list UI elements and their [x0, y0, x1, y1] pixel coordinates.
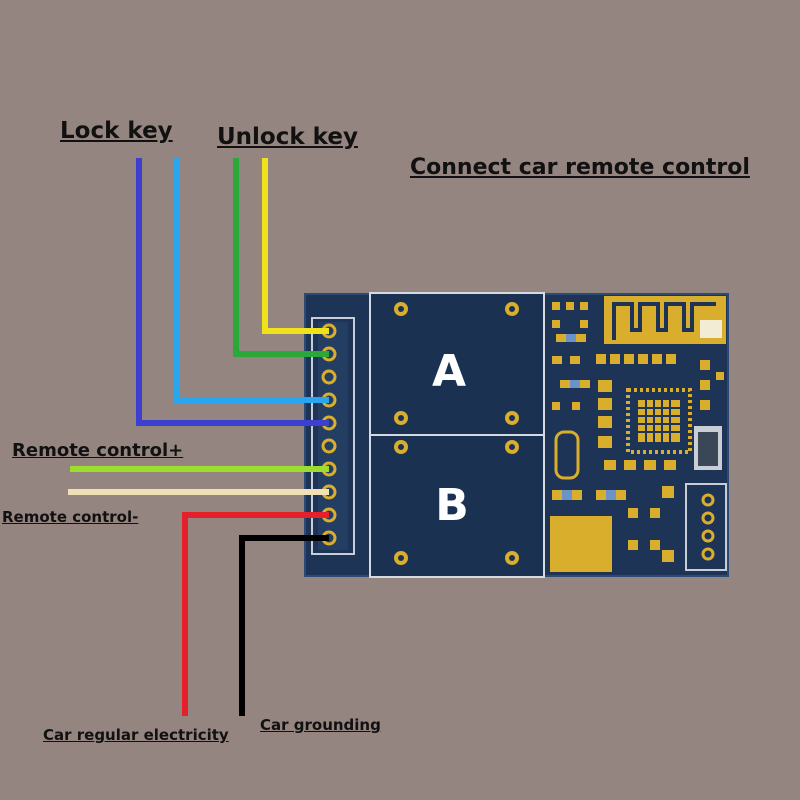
car-power-label: Car regular electricity [43, 726, 229, 744]
smd-components [552, 302, 724, 562]
relay-a-label: A [432, 346, 466, 397]
relay-a: A [369, 292, 545, 436]
remote-plus-label: Remote control+ [12, 440, 184, 461]
diagram-title: Connect car remote control [410, 155, 750, 180]
wire-unlock-green [233, 158, 329, 357]
pin-header [685, 483, 727, 571]
lock-key-label: Lock key [60, 118, 173, 144]
unlock-key-label: Unlock key [217, 124, 358, 150]
wire-car-ground [239, 535, 329, 716]
mcu-chip [626, 388, 692, 454]
capacitor [554, 430, 580, 480]
remote-minus-label: Remote control- [2, 508, 139, 526]
terminal-pin [321, 369, 337, 385]
terminal-pin [321, 438, 337, 454]
car-ground-label: Car grounding [260, 716, 381, 734]
regulator [694, 426, 722, 470]
wire-car-power [182, 512, 329, 716]
antenna [604, 296, 726, 344]
power-pad [550, 516, 612, 572]
relay-b-label: B [435, 480, 469, 531]
wire-unlock-yellow [262, 158, 329, 334]
relay-b: B [369, 434, 545, 578]
wire-lock-dark-blue [136, 158, 329, 426]
wire-lock-light-blue [174, 158, 329, 403]
